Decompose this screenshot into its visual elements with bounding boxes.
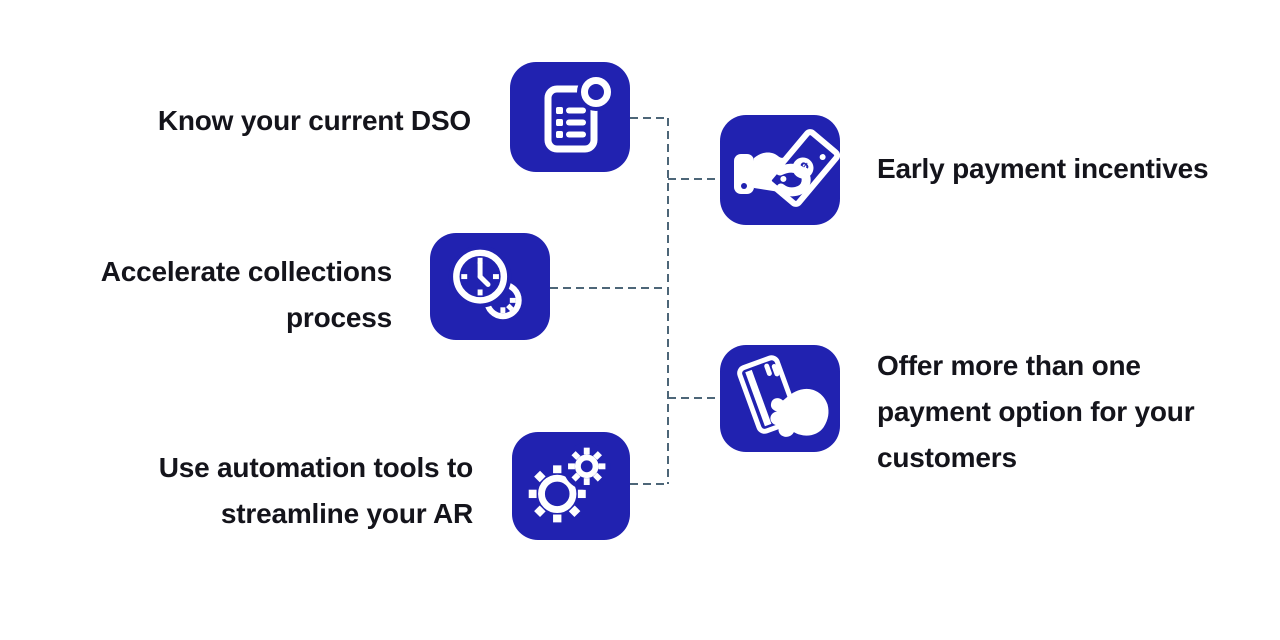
tile-early-payment-incentives: $: [720, 115, 840, 225]
label-line: Early payment incentives: [877, 153, 1209, 184]
cash-in-hand-icon: $: [734, 129, 840, 207]
clocks-icon: [448, 245, 522, 320]
label-line: Offer more than one: [877, 350, 1141, 381]
label-line: customers: [877, 442, 1017, 473]
tile-automation-tools: [512, 432, 630, 540]
label-accelerate-collections: Accelerate collections process: [101, 249, 392, 341]
label-line: Use automation tools to: [158, 452, 473, 483]
label-line: payment option for your: [877, 396, 1195, 427]
checklist-icon: [544, 73, 615, 153]
label-automation-tools: Use automation tools to streamline your …: [159, 445, 473, 537]
label-early-payment-incentives: Early payment incentives: [877, 146, 1209, 192]
tile-multiple-payment-options: [720, 345, 840, 452]
card-in-hand-icon: [737, 355, 829, 437]
tile-accelerate-collections: [430, 233, 550, 340]
label-multiple-payment-options: Offer more than one payment option for y…: [877, 343, 1195, 481]
tile-know-dso: [510, 62, 630, 172]
label-know-dso: Know your current DSO: [158, 98, 471, 144]
finger-hook: [775, 163, 811, 197]
label-line: Know your current DSO: [157, 105, 471, 136]
gears-icon: [528, 442, 611, 523]
label-line: streamline your AR: [220, 498, 473, 529]
hand-shape: [770, 388, 829, 437]
label-line: process: [286, 302, 392, 333]
label-line: Accelerate collections: [100, 256, 392, 287]
